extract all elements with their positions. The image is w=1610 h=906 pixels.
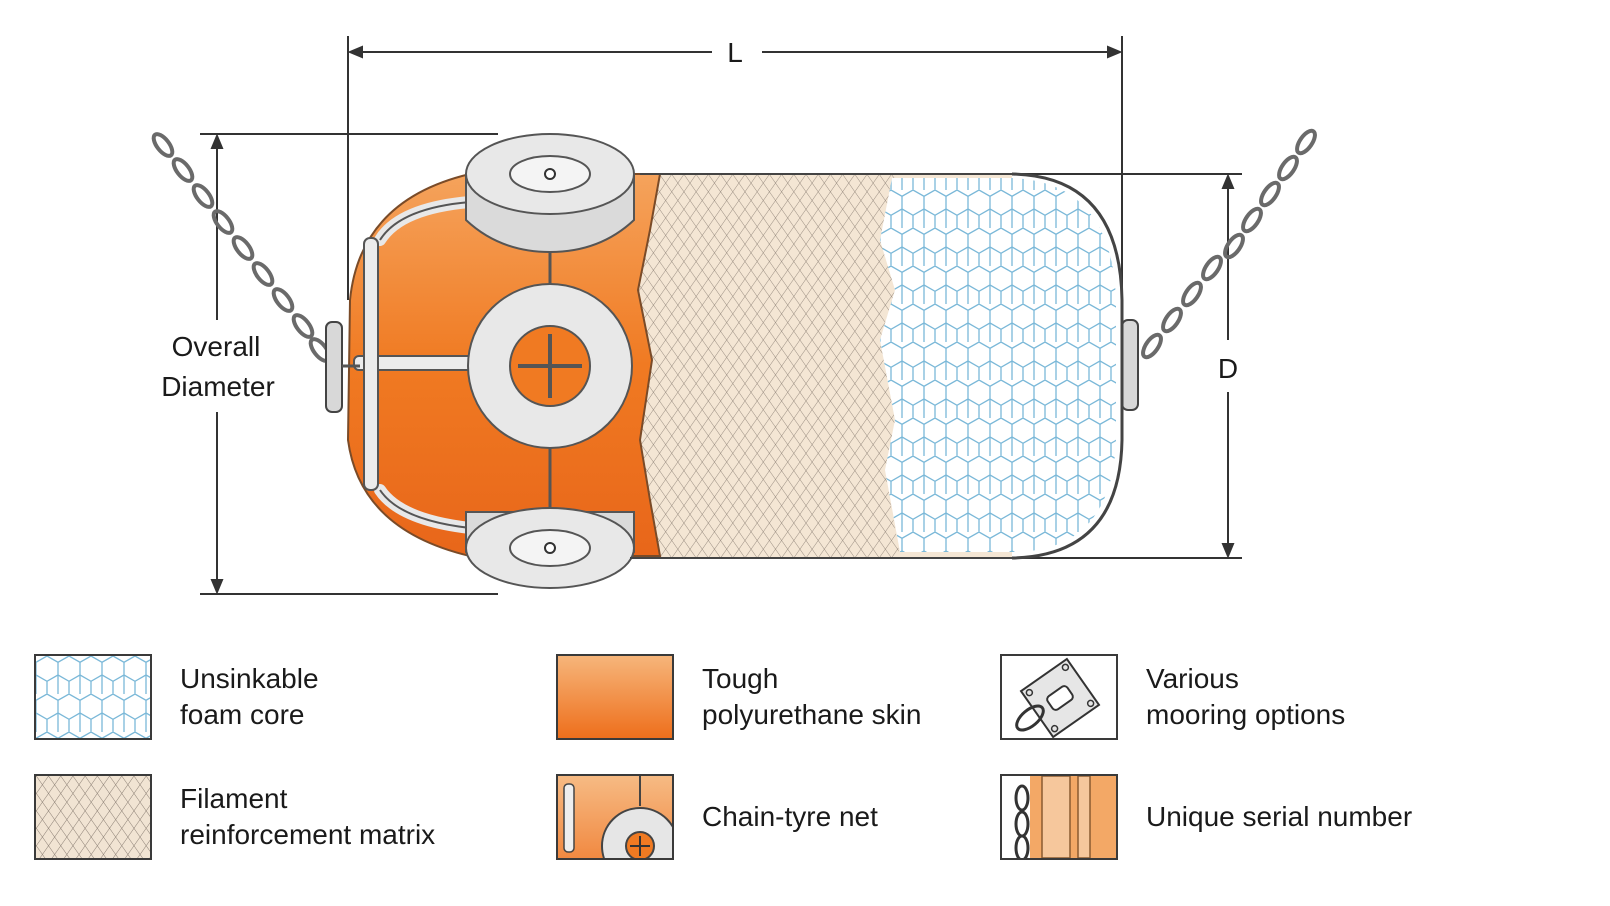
legend-label-skin: Tough polyurethane skin [702, 661, 921, 733]
diameter-label: D [1218, 353, 1238, 384]
legend-label-line2: reinforcement matrix [180, 819, 436, 850]
tyre-middle [467, 283, 633, 449]
legend-label-line1: Filament [180, 783, 288, 814]
legend-item-foam-core: Unsinkable foam core [34, 654, 319, 740]
fender-body [342, 133, 1124, 589]
legend-item-serial-number: Unique serial number [1000, 774, 1412, 860]
overall-diameter-label-line2: Diameter [161, 371, 275, 402]
length-label: L [727, 37, 743, 68]
legend-label-line2: mooring options [1146, 699, 1346, 730]
legend-label-filament: Filament reinforcement matrix [180, 781, 435, 853]
foam-core-swatch-icon [34, 654, 152, 740]
legend-label-line2: polyurethane skin [702, 699, 922, 730]
serial-number-icon [1000, 774, 1118, 860]
legend-label-line2: foam core [180, 699, 305, 730]
chain-tyre-net [342, 196, 552, 534]
legend-label-chain-tyre-net: Chain-tyre net [702, 799, 878, 835]
left-mooring-swivel [325, 321, 343, 413]
legend-label-line1: Unique serial number [1146, 801, 1413, 832]
right-mooring-swivel [1121, 319, 1139, 411]
overall-diameter-label-line1: Overall [172, 331, 261, 362]
diameter-dimension [1012, 173, 1242, 559]
legend-label-line1: Unsinkable [180, 663, 319, 694]
legend-label-line1: Various [1146, 663, 1239, 694]
fender-cutaway-diagram: L Overall Diameter D [151, 36, 1317, 595]
chain-tyre-net-icon [556, 774, 674, 860]
legend-label-mooring: Various mooring options [1146, 661, 1345, 733]
length-dimension [347, 36, 1123, 300]
overall-diameter-dimension [200, 133, 498, 595]
skin-swatch-icon [556, 654, 674, 740]
right-mooring-chain [1141, 128, 1317, 360]
tyre-top [465, 133, 635, 254]
left-mooring-chain [151, 132, 332, 363]
legend-item-filament: Filament reinforcement matrix [34, 774, 435, 860]
legend-item-chain-tyre-net: Chain-tyre net [556, 774, 878, 860]
filament-swatch-icon [34, 774, 152, 860]
legend-label-foam-core: Unsinkable foam core [180, 661, 319, 733]
legend-item-skin: Tough polyurethane skin [556, 654, 921, 740]
legend-item-mooring: Various mooring options [1000, 654, 1345, 740]
legend-label-line1: Tough [702, 663, 779, 694]
tyre-bottom [465, 507, 635, 589]
legend-label-line1: Chain-tyre net [702, 801, 878, 832]
mooring-options-icon [1000, 654, 1118, 740]
legend-label-serial-number: Unique serial number [1146, 799, 1412, 835]
